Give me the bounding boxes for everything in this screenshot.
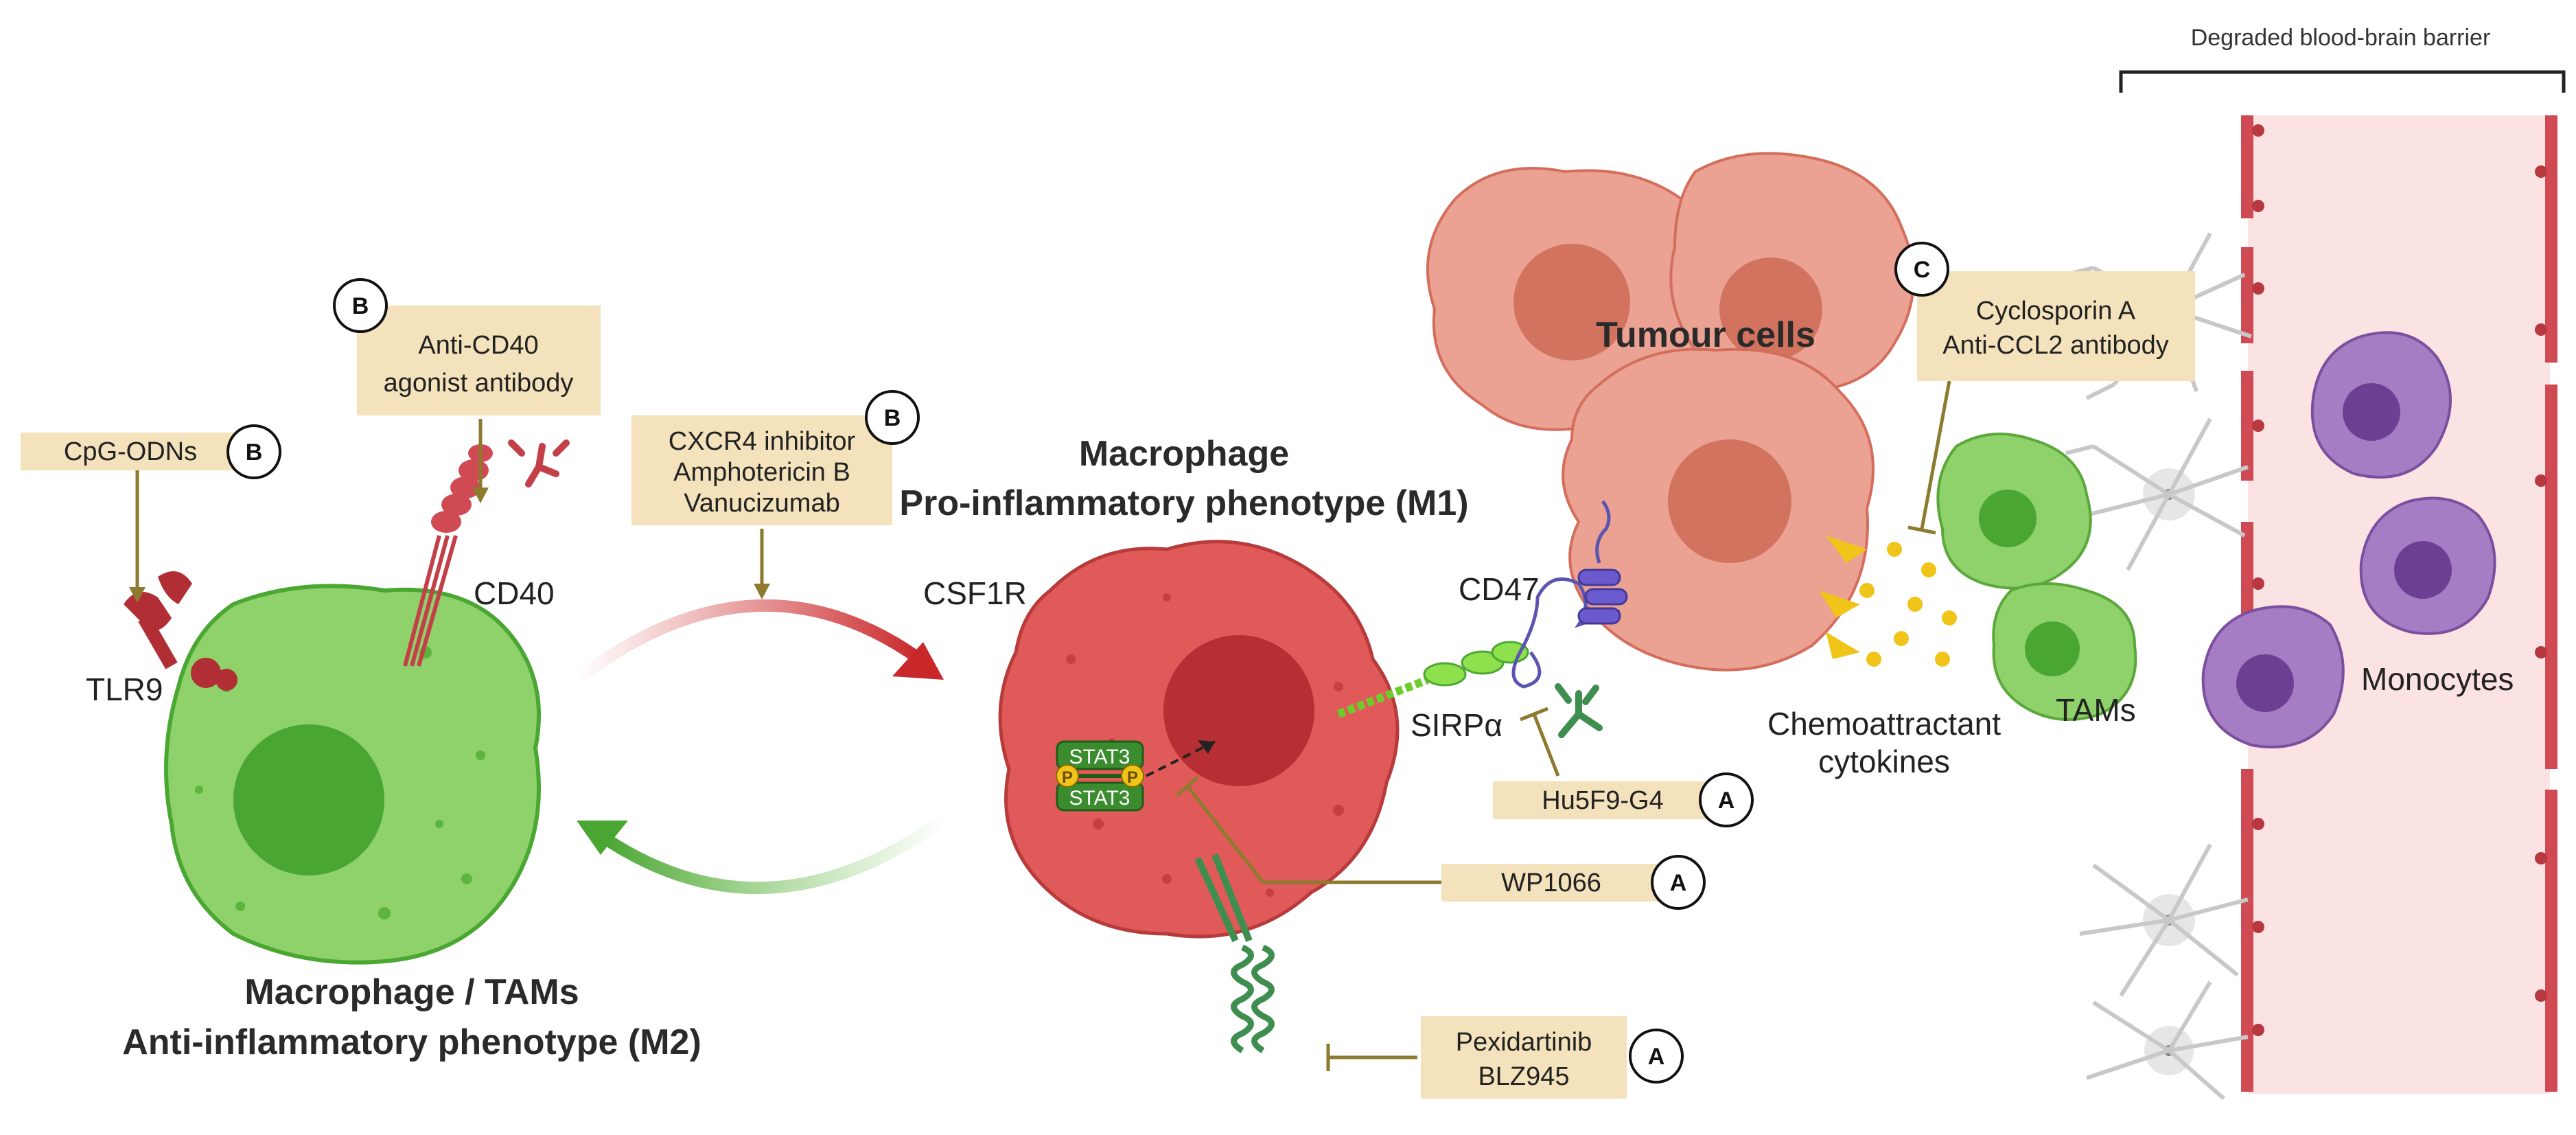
m2-title: Macrophage / TAMs [244, 972, 579, 1012]
badge-cxcr4: B [884, 405, 901, 431]
cd47-label: CD47 [1459, 571, 1540, 607]
drug-box-hu5f9: Hu5F9-G4 A [1493, 772, 1754, 827]
drug-box-cpg: CpG-ODNs B [21, 424, 281, 479]
monocyte-cells [2201, 331, 2496, 748]
drug-cxcr4-line1: CXCR4 inhibitor [669, 427, 856, 456]
m1-phenotype: Pro-inflammatory phenotype (M1) [899, 483, 1468, 523]
tam-cells [1936, 433, 2137, 721]
drug-box-wp1066: WP1066 A [1441, 855, 1706, 910]
phospho-right: P [1127, 768, 1138, 787]
antibody-icon [508, 439, 570, 488]
badge-wp1066: A [1670, 870, 1687, 896]
drug-hu5f9-line1: Hu5F9-G4 [1542, 786, 1663, 815]
drug-box-anti-cd40: Anti-CD40 agonist antibody B [333, 278, 601, 415]
csf1r-label: CSF1R [923, 575, 1027, 611]
tumour-label: Tumour cells [1596, 315, 1815, 355]
cytokines-label-line1: Chemoattractant [1767, 706, 2001, 742]
cd47-receptor [1511, 500, 1628, 689]
m2-macrophage [164, 584, 541, 965]
m1-title: Macrophage [1079, 434, 1289, 474]
csf1r-receptor [1194, 853, 1275, 1053]
badge-cyclo: C [1914, 257, 1931, 283]
phospho-left: P [1062, 768, 1073, 787]
drug-cxcr4-line3: Vanucizumab [684, 489, 839, 518]
drug-cd40-line1: Anti-CD40 [418, 331, 538, 360]
drug-box-cyclosporin: Cyclosporin A Anti-CCL2 antibody C [1894, 242, 2195, 381]
drug-box-cxcr4: CXCR4 inhibitor Amphotericin B Vanucizum… [631, 390, 920, 525]
antibody-icon [1555, 683, 1603, 738]
tlr9-receptor [124, 571, 237, 691]
drug-box-pexidartinib: Pexidartinib BLZ945 A [1421, 1016, 1684, 1099]
drug-cyclo-line2: Anti-CCL2 antibody [1942, 331, 2169, 360]
drug-cyclo-line1: Cyclosporin A [1976, 297, 2136, 325]
tams-label: TAMs [2056, 692, 2136, 728]
bbb-label: Degraded blood-brain barrier [2191, 25, 2491, 51]
drug-cpg-line1: CpG-ODNs [64, 437, 197, 466]
sirpa-receptor [1336, 641, 1529, 718]
badge-pexi: A [1648, 1044, 1665, 1070]
stat3-dimer [1056, 740, 1216, 812]
badge-cd40: B [352, 293, 369, 319]
monocytes-label: Monocytes [2361, 661, 2514, 697]
tumour-cells [1426, 152, 1915, 672]
cd40-label: CD40 [474, 575, 555, 611]
badge-cpg: B [246, 439, 263, 466]
m1-macrophage [998, 540, 1400, 939]
blood-vessel [2241, 115, 2557, 1094]
stat3-top-label: STAT3 [1069, 746, 1130, 768]
bbb-bracket [2119, 70, 2566, 93]
m2-phenotype: Anti-inflammatory phenotype (M2) [122, 1022, 701, 1062]
drug-wp1066-line1: WP1066 [1501, 869, 1601, 897]
badge-hu5f9: A [1718, 788, 1735, 814]
stat3-bottom-label: STAT3 [1069, 787, 1130, 810]
sirpa-label: SIRPα [1411, 707, 1502, 743]
polarization-arrow-to-m2 [577, 812, 951, 895]
drug-pexi-line1: Pexidartinib [1456, 1028, 1592, 1057]
drug-cxcr4-line2: Amphotericin B [673, 458, 850, 487]
cytokines-label-line2: cytokines [1818, 744, 1950, 779]
chemoattractant-cytokines [1819, 536, 1957, 667]
drug-pexi-line2: BLZ945 [1478, 1062, 1569, 1091]
polarization-arrow-to-m1 [572, 599, 944, 685]
drug-cd40-line2: agonist antibody [384, 369, 574, 398]
tlr9-label: TLR9 [86, 672, 163, 707]
drug-connectors [129, 380, 1951, 1071]
